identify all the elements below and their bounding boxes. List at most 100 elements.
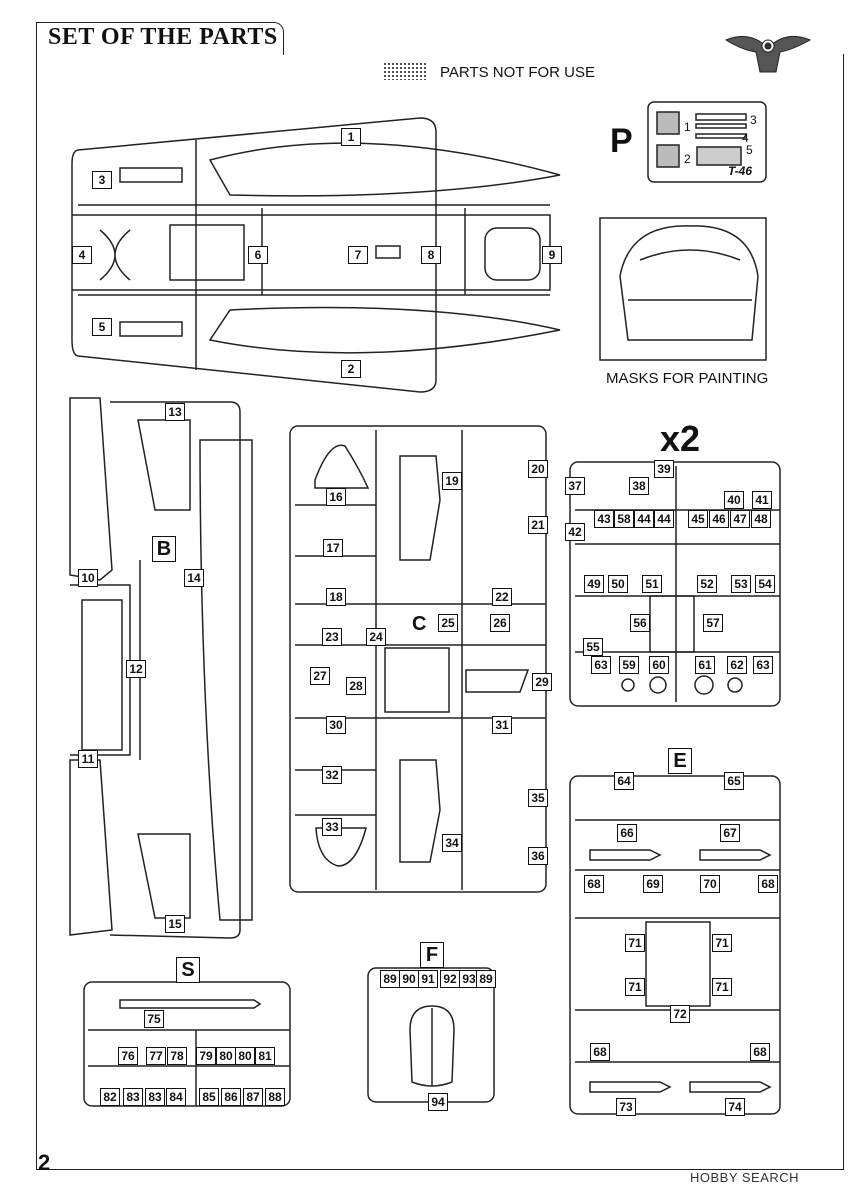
part-tag: 36 (528, 847, 548, 865)
part-tag: 38 (629, 477, 649, 495)
part-tag: 10 (78, 569, 98, 587)
part-tag: 16 (326, 488, 346, 506)
part-tag: 14 (184, 569, 204, 587)
part-tag: 63 (591, 656, 611, 674)
part-tag: 88 (265, 1088, 285, 1106)
part-tag: 11 (78, 750, 98, 768)
part-tag: 6 (248, 246, 268, 264)
part-tag: 57 (703, 614, 723, 632)
part-tag: 79 (196, 1047, 216, 1065)
photoetch-code: T-46 (728, 164, 753, 178)
part-tag: 75 (144, 1010, 164, 1028)
part-tag: 68 (590, 1043, 610, 1061)
part-tag: 45 (688, 510, 708, 528)
part-tag: 78 (167, 1047, 187, 1065)
masks-label: MASKS FOR PAINTING (606, 370, 769, 387)
photoetch-letter: P (610, 122, 633, 160)
part-tag: 17 (323, 539, 343, 557)
part-tag: 94 (428, 1093, 448, 1111)
sprue-letter-s: S (176, 957, 200, 983)
part-tag: 82 (100, 1088, 120, 1106)
sprue-a (71, 117, 561, 393)
part-tag: 80 (216, 1047, 236, 1065)
part-tag: 56 (630, 614, 650, 632)
part-tag: 20 (528, 460, 548, 478)
part-tag: 68 (584, 875, 604, 893)
part-tag: 72 (670, 1005, 690, 1023)
part-tag: 80 (235, 1047, 255, 1065)
part-tag: 91 (418, 970, 438, 988)
pe-number: 4 (742, 131, 749, 145)
part-tag: 43 (594, 510, 614, 528)
sprue-letter-c: C (412, 613, 427, 635)
part-tag: 64 (614, 772, 634, 790)
multiplier-label: x2 (660, 418, 701, 459)
part-tag: 22 (492, 588, 512, 606)
part-tag: 66 (617, 824, 637, 842)
part-tag: 65 (724, 772, 744, 790)
pe-number: 1 (684, 120, 691, 134)
part-tag: 51 (642, 575, 662, 593)
part-tag: 70 (700, 875, 720, 893)
part-tag: 71 (712, 978, 732, 996)
pe-number: 3 (750, 113, 757, 127)
part-tag: 52 (697, 575, 717, 593)
pe-number: 5 (746, 143, 753, 157)
part-tag: 58 (614, 510, 634, 528)
part-tag: 29 (532, 673, 552, 691)
part-tag: 84 (166, 1088, 186, 1106)
part-tag: 34 (442, 834, 462, 852)
part-tag: 48 (751, 510, 771, 528)
part-tag: 41 (752, 491, 772, 509)
part-tag: 76 (118, 1047, 138, 1065)
part-tag: 46 (709, 510, 729, 528)
sprue-letter-b: B (152, 536, 176, 562)
part-tag: 31 (492, 716, 512, 734)
part-tag: 40 (724, 491, 744, 509)
part-tag: 71 (712, 934, 732, 952)
part-tag: 32 (322, 766, 342, 784)
part-tag: 35 (528, 789, 548, 807)
part-tag: 47 (730, 510, 750, 528)
part-tag: 59 (619, 656, 639, 674)
part-tag: 44 (654, 510, 674, 528)
part-tag: 24 (366, 628, 386, 646)
part-tag: 5 (92, 318, 112, 336)
part-tag: 1 (341, 128, 361, 146)
part-tag: 50 (608, 575, 628, 593)
part-tag: 63 (753, 656, 773, 674)
part-tag: 4 (72, 246, 92, 264)
sprue-letter-f: F (420, 942, 444, 968)
page-frame (36, 54, 844, 1170)
part-tag: 61 (695, 656, 715, 674)
part-tag: 7 (348, 246, 368, 264)
part-tag: 69 (643, 875, 663, 893)
title-tab (36, 22, 284, 55)
part-tag: 68 (750, 1043, 770, 1061)
sprue-letter-e: E (668, 748, 692, 774)
part-tag: 25 (438, 614, 458, 632)
part-tag: 83 (145, 1088, 165, 1106)
part-tag: 54 (755, 575, 775, 593)
part-tag: 44 (634, 510, 654, 528)
page-title: SET OF THE PARTS (48, 24, 278, 50)
part-tag: 71 (625, 978, 645, 996)
part-tag: 86 (221, 1088, 241, 1106)
part-tag: 53 (731, 575, 751, 593)
part-tag: 39 (654, 460, 674, 478)
part-tag: 9 (542, 246, 562, 264)
part-tag: 85 (199, 1088, 219, 1106)
part-tag: 19 (442, 472, 462, 490)
part-tag: 73 (616, 1098, 636, 1116)
part-tag: 62 (727, 656, 747, 674)
part-tag: 92 (440, 970, 460, 988)
part-tag: 3 (92, 171, 112, 189)
part-tag: 33 (322, 818, 342, 836)
part-tag: 37 (565, 477, 585, 495)
part-tag: 77 (146, 1047, 166, 1065)
part-tag: 26 (490, 614, 510, 632)
part-tag: 12 (126, 660, 146, 678)
not-for-use-label: PARTS NOT FOR USE (440, 64, 596, 81)
pe-number: 2 (684, 152, 691, 166)
